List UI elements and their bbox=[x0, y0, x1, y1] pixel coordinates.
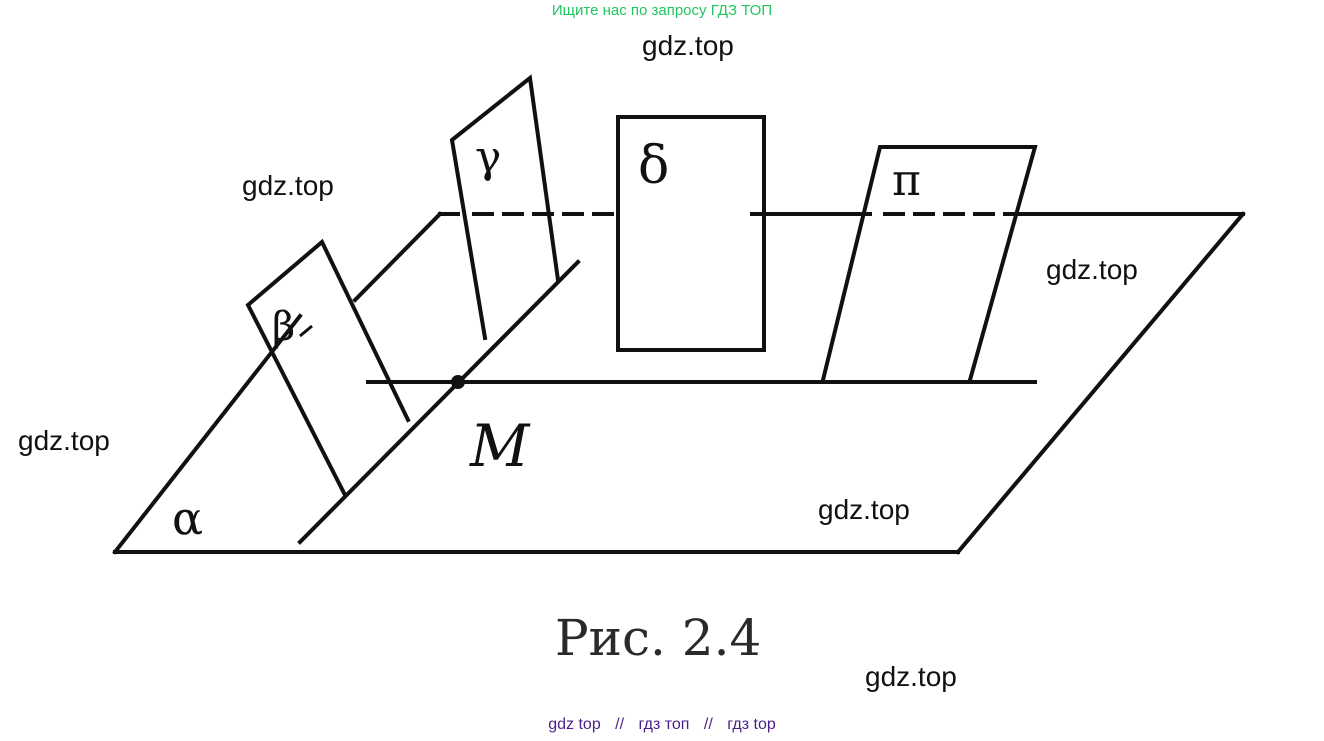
footer-separator: // bbox=[615, 716, 625, 733]
footer-link-gdz-top-mixed[interactable]: гдз top bbox=[727, 716, 776, 733]
watermark: gdz.top bbox=[865, 661, 957, 692]
label-delta: δ bbox=[638, 136, 669, 196]
plane-alpha-left-edge bbox=[112, 313, 303, 555]
plane-delta bbox=[616, 115, 766, 352]
label-beta-tick bbox=[299, 324, 313, 338]
label-beta: β bbox=[272, 304, 295, 350]
watermark: gdz.top bbox=[1046, 254, 1138, 285]
figure-caption: Рис. 2.4 bbox=[555, 609, 761, 667]
footer-link-gdz-top[interactable]: gdz top bbox=[548, 716, 601, 733]
watermark: gdz.top bbox=[818, 494, 910, 525]
line-a-through-m bbox=[297, 259, 581, 545]
label-point-m: M bbox=[469, 412, 531, 480]
footer-separator: // bbox=[703, 716, 713, 733]
label-alpha: α bbox=[172, 491, 203, 545]
plane-gamma bbox=[449, 74, 561, 341]
watermark: gdz.top bbox=[642, 30, 734, 61]
label-gamma: γ bbox=[475, 132, 501, 183]
point-m-dot bbox=[451, 375, 465, 389]
footer-links: gdz top // гдз топ // гдз top bbox=[0, 716, 1324, 734]
label-pi: π bbox=[892, 155, 921, 206]
plane-pi bbox=[820, 145, 1038, 383]
plane-beta bbox=[245, 238, 411, 498]
footer-link-gdz-top-ru[interactable]: гдз топ bbox=[638, 716, 690, 733]
plane-alpha-right-edge bbox=[955, 211, 1246, 555]
search-hint-banner: Ищите нас по запросу ГДЗ ТОП bbox=[551, 2, 773, 19]
plane-alpha-left-edge-upper bbox=[352, 211, 443, 303]
watermark: gdz.top bbox=[18, 425, 110, 456]
watermark: gdz.top bbox=[242, 170, 334, 201]
